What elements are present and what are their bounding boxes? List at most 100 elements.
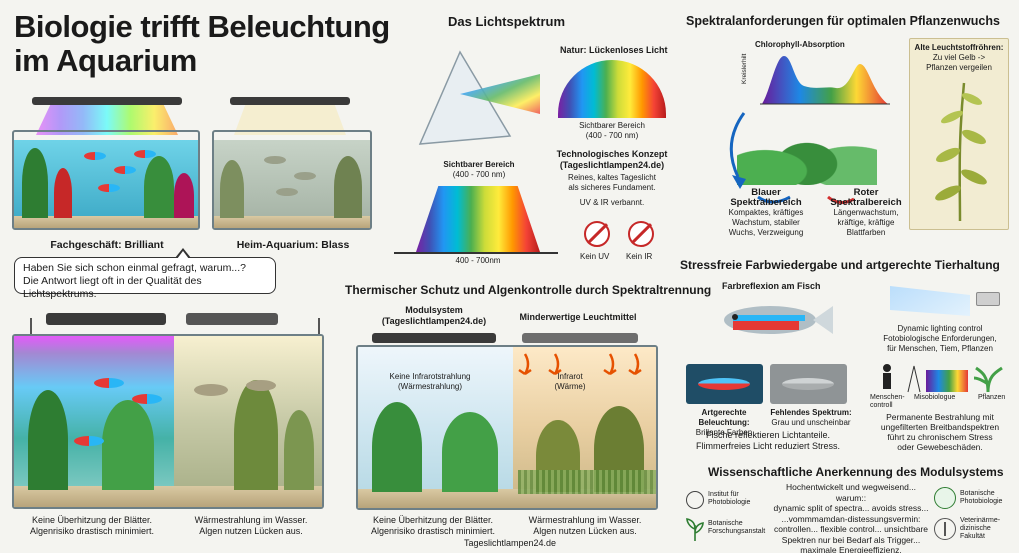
spectrum-mini-icon — [926, 370, 968, 392]
blue-spectrum-text-2: Wachstum, stabiler — [732, 218, 800, 227]
lamp-inferior — [186, 313, 278, 325]
bottom-left-caption-a: Keine Überhitzung der Blätter. Algenrisi… — [12, 515, 172, 537]
dynamic-lighting-text: Dynamic lighting control Fotobiologische… — [870, 324, 1010, 354]
question-line-2: Die Antwort liegt oft in der Qualität de… — [23, 275, 202, 300]
fish-good-caption-2: Brillante Farben — [695, 428, 753, 437]
plant-cluster — [737, 115, 877, 185]
no-uv-label: Kein UV — [580, 252, 610, 261]
chlorophyll-axis-label: Kreislerhilt — [741, 53, 748, 84]
dynamic-light-beam — [890, 286, 970, 316]
plants-label: Pflanzen — [978, 394, 1006, 401]
left-visible-range-2: (400 - 700 nm) — [452, 170, 506, 179]
nature-visible-range: Sichtbarer Bereich (400 - 700 nm) — [560, 121, 664, 141]
lamp-stand-right — [318, 318, 320, 334]
footer-brand: Tageslichtlampen24.de — [463, 538, 557, 548]
tech-concept-text-1: Reines, kaltes Tageslicht — [568, 173, 656, 182]
spectrum-axis-label: 400 - 700nm — [455, 256, 501, 265]
veterinary-icon — [934, 518, 956, 540]
veterinary-faculty: Veterinärme- dizinische Fakultät — [960, 517, 1000, 541]
no-ir-label: Kein IR — [626, 252, 653, 261]
botanical-research: Botanische Forschungsanstalt — [708, 520, 765, 536]
lamp-module — [46, 313, 166, 325]
question-bubble: Haben Sie sich schon einmal gefragt, war… — [14, 248, 276, 300]
science-text-1: Hochentwickelt und wegweisend... warum:: — [786, 482, 916, 503]
red-spectrum-title-2: Spektralbereich — [830, 197, 902, 208]
science-title: Wissenschaftliche Anerkennung des Moduls… — [708, 465, 1004, 479]
fish-note-2: Flimmerfreies Licht reduziert Stress. — [695, 441, 841, 451]
bottom-left-caption-a-2: Algenrisiko drastisch minimiert. — [29, 526, 155, 536]
inferior-lamp-head: Minderwertige Leuchtmittel — [519, 312, 637, 322]
botanical-research-icon — [686, 518, 704, 541]
institute-photobiology-icon — [686, 491, 704, 509]
module-system-head-2: (Tageslichtlampen24.de) — [381, 316, 487, 326]
plant-mini-icon — [973, 366, 1003, 393]
red-spectrum-title-1: Roter — [853, 187, 879, 198]
chlorophyll-absorption-chart — [760, 56, 890, 105]
botanical-photobiology-1: Botanische — [960, 490, 995, 497]
science-text-5: Spektren nur bei Bedarf als Trigger... — [781, 534, 921, 545]
thermal-divider — [356, 345, 358, 510]
old-lamps-text-3: Pflanzen vergeilen — [926, 63, 992, 72]
fish-note-1: Fische reflektieren Lichtanteile. — [705, 430, 831, 440]
module-system-head-1: Modulsystem — [405, 305, 463, 315]
bottom-left-caption-b-2: Algen nutzen Lücken aus. — [199, 526, 303, 536]
botanical-research-2: Forschungsanstalt — [708, 528, 766, 535]
thermal-lamp-inferior — [522, 333, 638, 343]
science-text-2: dynamic split of spectra... avoids stres… — [773, 503, 929, 513]
module-system-head: Modulsystem (Tageslichtlampen24.de) — [378, 305, 490, 327]
fish-bad-caption-1: Fehlendes Spektrum: — [770, 408, 852, 417]
permanent-radiation-text-4: oder Gewebeschäden. — [897, 442, 983, 452]
veterinary-faculty-1: Veterinärme- — [960, 517, 1001, 524]
fish-reflection-label: Farbreflexion am Fisch — [722, 281, 821, 291]
nature-visible-range-1: Sichtbarer Bereich — [579, 121, 645, 130]
spectrum-arrows — [729, 112, 855, 204]
left-visible-range: Sichtbarer Bereich (400 - 700 nm) — [424, 160, 534, 180]
plant-section-title: Spektralanforderungen für optimalen Pfla… — [686, 14, 1000, 28]
red-spectrum-text-2: kräftige, kräftige — [837, 218, 895, 227]
tank-pale — [212, 130, 372, 230]
thermal-caption-right-2: Algen nutzen Lücken aus. — [533, 526, 637, 536]
blue-spectrum-title-2: Spektralbereich — [730, 197, 802, 208]
dynamic-lighting-text-2: Fotobiologische Enforderungen, — [883, 334, 997, 343]
chlorophyll-label: Chlorophyll-Absorption — [755, 40, 845, 49]
permanent-radiation-text: Permanente Bestrahlung mit ungefilterten… — [866, 412, 1014, 452]
old-lamps-text-1: Alte Leuchtstoffröhren: — [914, 43, 1004, 52]
ir-inner-label: Infrarot (Wärme) — [540, 372, 600, 392]
blue-spectrum-text-1: Kompaktes, kräftiges — [728, 208, 804, 217]
red-spectrum-note: Roter Spektralbereich Längenwachstum, kr… — [818, 188, 914, 238]
blue-spectrum-text-3: Wuchs, Verzweigung — [728, 228, 804, 237]
main-title-line-2: im Aquarium — [14, 43, 197, 78]
thermal-caption-right: Wärmestrahlung im Wasser. Algen nutzen L… — [510, 515, 660, 537]
spectrum-title: Das Lichtspektrum — [448, 14, 566, 29]
blue-spectrum-note: Blauer Spektralbereich Kompaktes, kräfti… — [718, 188, 814, 238]
no-ir-inner-label-1: Keine Infrarotstrahlung — [389, 372, 471, 381]
nature-label: Natur: Lückenloses Licht — [560, 45, 668, 55]
human-icon — [883, 364, 891, 372]
thermal-lamp-module — [372, 333, 496, 343]
science-text: Hochentwickelt und wegweisend... warum::… — [770, 482, 932, 553]
left-visible-range-1: Sichtbarer Bereich — [443, 160, 515, 169]
thermal-caption-left: Keine Überhitzung der Blätter. Algenrisi… — [358, 515, 508, 537]
botanical-photobiology-icon — [934, 487, 956, 509]
blue-spectrum-title-1: Blauer — [751, 187, 781, 198]
bottom-left-caption-b-1: Wärmestrahlung im Wasser. — [194, 515, 308, 525]
ir-inner-label-1: Infrarot — [557, 372, 583, 381]
permanent-radiation-text-3: führt zu chronischem Stress — [887, 432, 993, 442]
spectrum-axis — [394, 252, 558, 254]
tank-brilliant — [12, 130, 200, 230]
fish-section-title: Stressfreie Farbwiedergabe und artgerech… — [680, 258, 1000, 272]
main-title: Biologie trifft Beleuchtung im Aquarium — [14, 10, 434, 78]
red-spectrum-text-3: Blattfarben — [846, 228, 886, 237]
tech-concept-text-3: UV & IR verbannt. — [579, 198, 645, 207]
botanical-research-1: Botanische — [708, 520, 743, 527]
science-text-4: controllen... flexible control... unsich… — [773, 524, 929, 534]
fish-bad-box — [770, 364, 847, 404]
old-lamps-box: Alte Leuchtstoffröhren: Zu viel Gelb -> … — [909, 38, 1009, 230]
institute-photobiology-1: Institut für — [708, 491, 739, 498]
thermal-title: Thermischer Schutz und Algenkontrolle du… — [345, 283, 712, 297]
veterinary-faculty-2: dizinische — [960, 525, 991, 532]
tank-comparison — [12, 334, 324, 509]
thermal-caption-right-1: Wärmestrahlung im Wasser. — [528, 515, 642, 525]
no-ir-inner-label-2: (Wärmestrahlung) — [397, 382, 462, 391]
bio-label: Misobiologue — [914, 394, 956, 401]
